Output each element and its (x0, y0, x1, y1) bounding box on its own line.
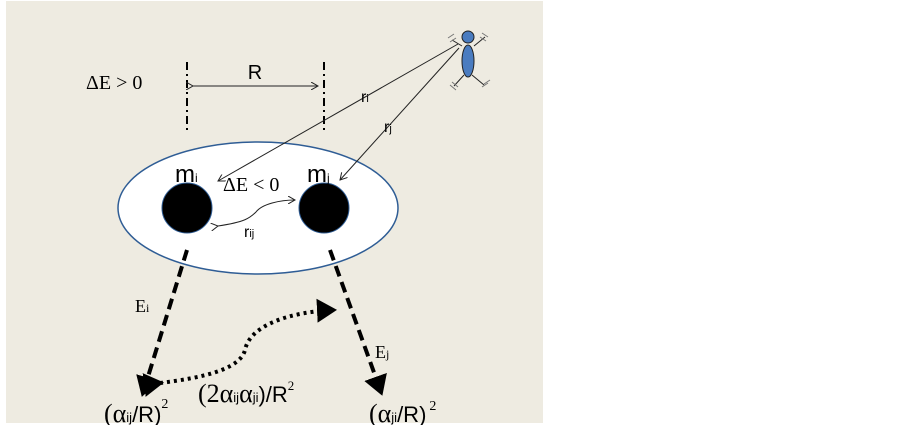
cross-term-label: (2αijαji)/R2 (198, 378, 294, 408)
r-ij-label: rij (244, 224, 254, 241)
term-j-label: (αji/R)2 (369, 399, 436, 425)
r-i-label: ri (361, 89, 369, 106)
m-i-label: mi (175, 161, 198, 188)
r-j-line (340, 47, 460, 180)
e-j-arrow (328, 249, 387, 396)
delta-e-positive-label: ΔE > 0 (86, 72, 142, 94)
observer-person-icon (447, 30, 491, 91)
m-j-label: mj (307, 161, 330, 188)
distance-label: R (248, 62, 262, 84)
r-j-label: rj (384, 119, 392, 136)
mass-i (161, 182, 213, 234)
delta-e-negative-label: ΔE < 0 (223, 174, 279, 196)
r-ij-arrow (218, 200, 295, 226)
mass-j (298, 182, 350, 234)
interaction-arrow (142, 298, 337, 397)
e-j-label: Ej (375, 342, 389, 362)
term-i-label: (αij/R)2 (104, 397, 168, 425)
r-i-line (218, 43, 459, 181)
